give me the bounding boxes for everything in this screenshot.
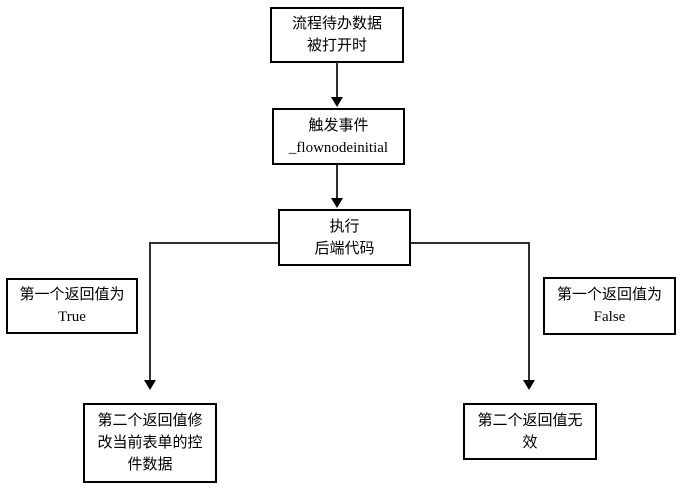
flow-node-trigger: 触发事件 _flownodeinitial: [272, 108, 405, 165]
flow-node-result-false-text: 效: [522, 434, 538, 451]
arrowhead-down-icon: [331, 97, 343, 107]
flow-node-result-false-text: 第二个返回值无: [477, 412, 583, 429]
flow-node-start-text: 流程待办数据: [291, 16, 382, 32]
flow-node-label-false-text: False: [593, 309, 626, 325]
flow-node-label-true-text: True: [58, 309, 86, 325]
flow-node-result-true-text: 改当前表单的控: [97, 435, 203, 451]
connector-execute-true-vertical: [149, 242, 151, 382]
flow-node-trigger-text: _flownodeinitial: [288, 139, 389, 156]
flow-node-label-false: 第一个返回值为 False: [543, 277, 676, 335]
flow-node-start-text: 被打开时: [306, 38, 367, 54]
connector-execute-true-horizontal: [150, 242, 278, 244]
flow-node-label-true: 第一个返回值为 True: [6, 278, 138, 334]
flow-node-result-false: 第二个返回值无 效: [463, 403, 597, 460]
flow-node-label-false-text: 第一个返回值为: [556, 287, 662, 303]
flow-node-start: 流程待办数据 被打开时: [270, 7, 404, 63]
connector-execute-false-horizontal: [411, 242, 529, 244]
flow-node-trigger-text: 触发事件: [308, 117, 369, 134]
flow-node-execute-text: 后端代码: [314, 240, 375, 257]
flow-node-execute: 执行 后端代码: [278, 209, 411, 266]
flow-node-result-true-text: 第二个返回值修: [97, 413, 203, 429]
flow-node-label-true-text: 第一个返回值为: [19, 287, 125, 303]
connector-start-trigger: [336, 62, 338, 100]
arrowhead-down-icon: [144, 380, 156, 390]
flow-node-result-true-text: 件数据: [127, 457, 173, 473]
connector-trigger-execute: [336, 165, 338, 201]
flow-node-result-true: 第二个返回值修 改当前表单的控 件数据: [83, 403, 217, 483]
connector-execute-false-vertical: [528, 242, 530, 382]
arrowhead-down-icon: [331, 198, 343, 208]
flow-node-execute-text: 执行: [329, 218, 360, 235]
arrowhead-down-icon: [523, 380, 535, 390]
